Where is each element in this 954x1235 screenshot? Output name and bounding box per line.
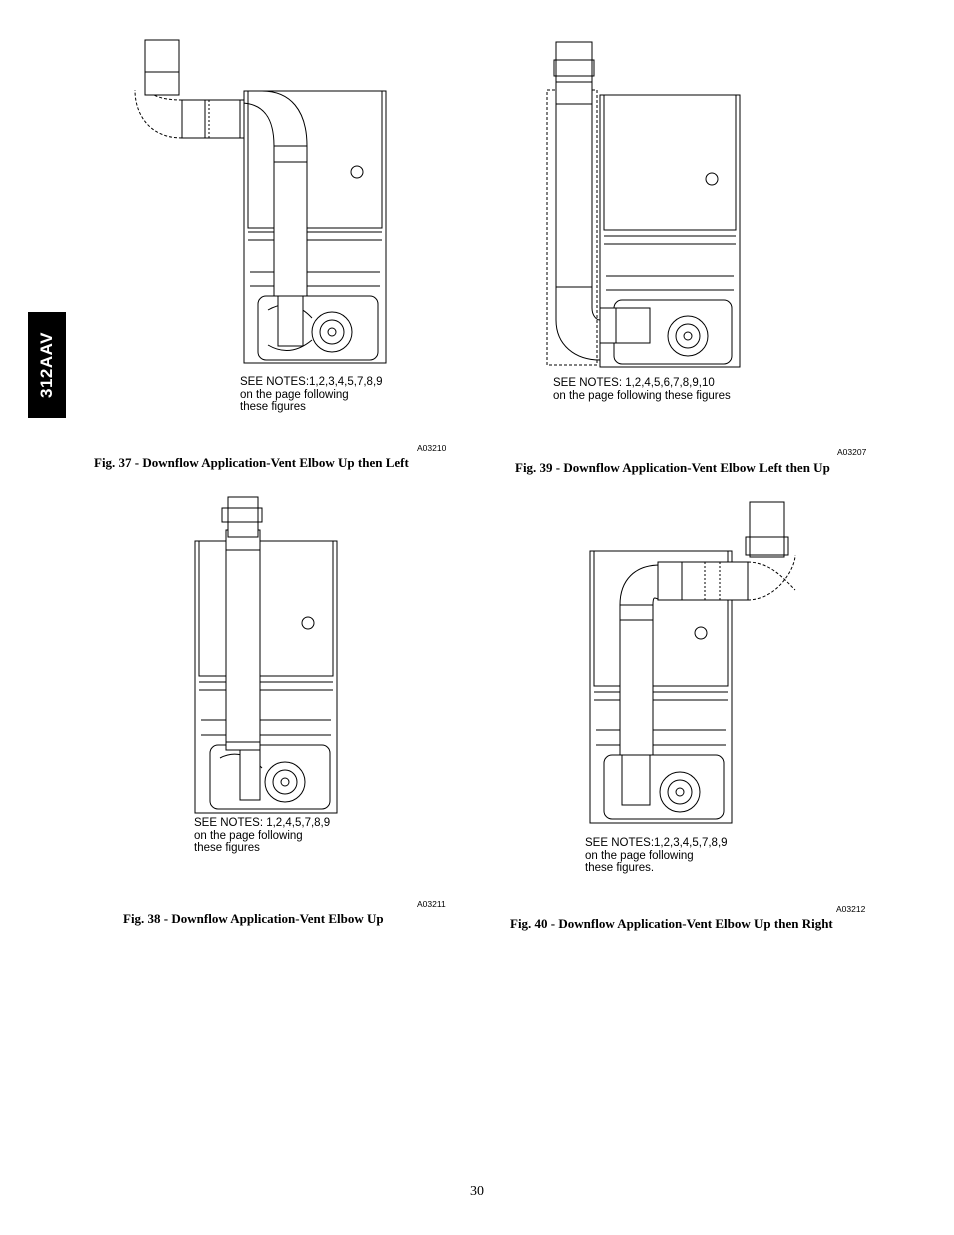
figure-37-caption: Fig. 37 - Downflow Application-Vent Elbo…	[94, 455, 409, 470]
page-number: 30	[470, 1184, 484, 1199]
figure-38-code: A03211	[417, 899, 446, 909]
side-tab: 312AAV	[28, 312, 66, 418]
figure-39-notes: SEE NOTES: 1,2,4,5,6,7,8,9,10 on the pag…	[553, 377, 731, 402]
figure-38-caption: Fig. 38 - Downflow Application-Vent Elbo…	[123, 911, 384, 926]
figure-40-code: A03212	[836, 904, 866, 914]
figure-39-caption: Fig. 39 - Downflow Application-Vent Elbo…	[515, 460, 830, 475]
figure-37-code: A03210	[417, 443, 447, 453]
figure-40-caption: Fig. 40 - Downflow Application-Vent Elbo…	[510, 916, 833, 931]
figure-39-code: A03207	[837, 447, 867, 457]
figure-40-notes: SEE NOTES:1,2,3,4,5,7,8,9 on the page fo…	[585, 837, 728, 874]
figure-38-notes: SEE NOTES: 1,2,4,5,7,8,9 on the page fol…	[194, 817, 331, 854]
figure-37-notes: SEE NOTES:1,2,3,4,5,7,8,9 on the page fo…	[240, 376, 383, 413]
